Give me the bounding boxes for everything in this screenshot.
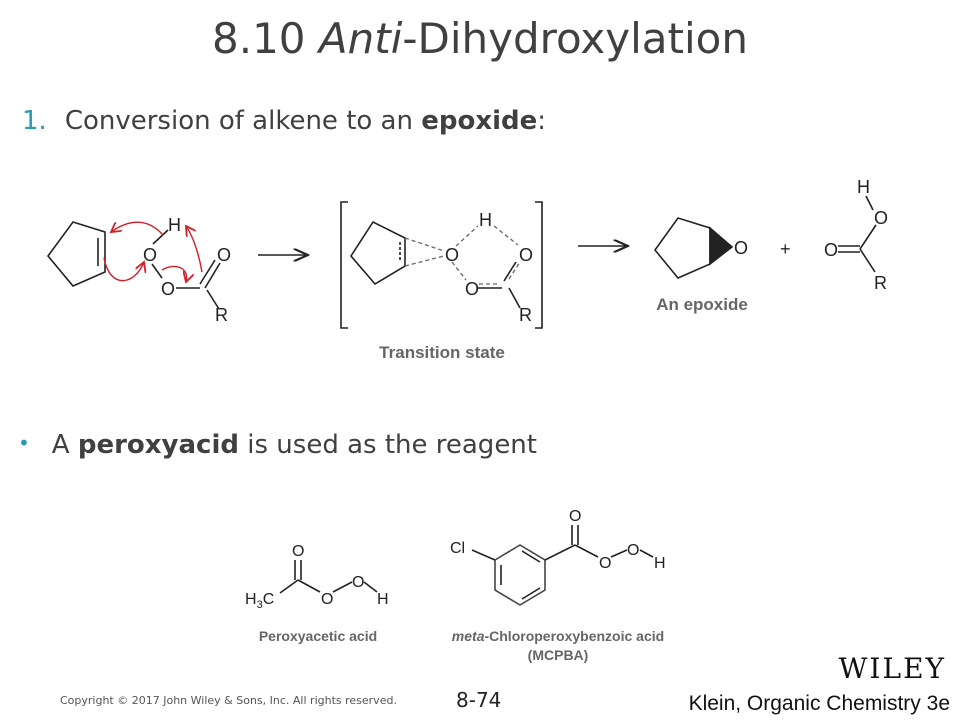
atom-label: O [445,245,459,265]
atom-label: O [465,279,479,299]
atom-label: O [292,543,304,560]
atom-label: O [321,591,333,608]
methyl-label: H3C [245,591,274,611]
plus-sign: + [780,239,791,259]
slide-title: 8.10 Anti-Dihydroxylation [212,14,748,63]
page-number: 8-74 [456,688,502,712]
book-title: Klein, Organic Chemistry 3e [688,692,950,715]
mcpba-label: meta-Chloroperoxybenzoic acid [452,628,664,644]
atom-label: Cl [450,540,465,557]
atom-label: O [627,542,639,559]
peroxyacetic-label: Peroxyacetic acid [259,628,377,644]
cyclopentene [46,221,106,287]
atom-label: O [352,574,364,591]
atom-label: H [654,555,666,572]
copyright: Copyright © 2017 John Wiley & Sons, Inc.… [60,694,397,707]
numbered-point: 1.Conversion of alkene to an epoxide: [22,106,547,136]
publisher-logo: WILEY [838,652,946,685]
atom-label: H [168,215,181,235]
ts-cyclopentane [350,220,406,286]
atom-label: R [215,305,228,325]
atom-label: O [217,245,231,265]
atom-label: O [599,555,611,572]
epoxide-label: An epoxide [656,295,748,314]
mcpba-abbr: (MCPBA) [528,647,589,663]
atom-label: O [569,508,581,525]
atom-label: O [734,238,748,258]
atom-label: O [161,279,175,299]
atom-label: R [874,273,887,293]
atom-label: O [143,245,157,265]
atom-label: H [377,591,389,608]
bullet-point: •A peroxyacid is used as the reagent [18,430,537,460]
atom-label: O [519,245,533,265]
atom-label: O [824,240,838,260]
atom-label: O [874,208,888,228]
atom-label: H [857,177,870,197]
epoxide-ring [653,217,711,279]
atom-label: H [479,210,492,230]
atom-label: R [519,305,532,325]
electron-arrows [103,221,203,282]
transition-state-label: Transition state [379,343,505,362]
